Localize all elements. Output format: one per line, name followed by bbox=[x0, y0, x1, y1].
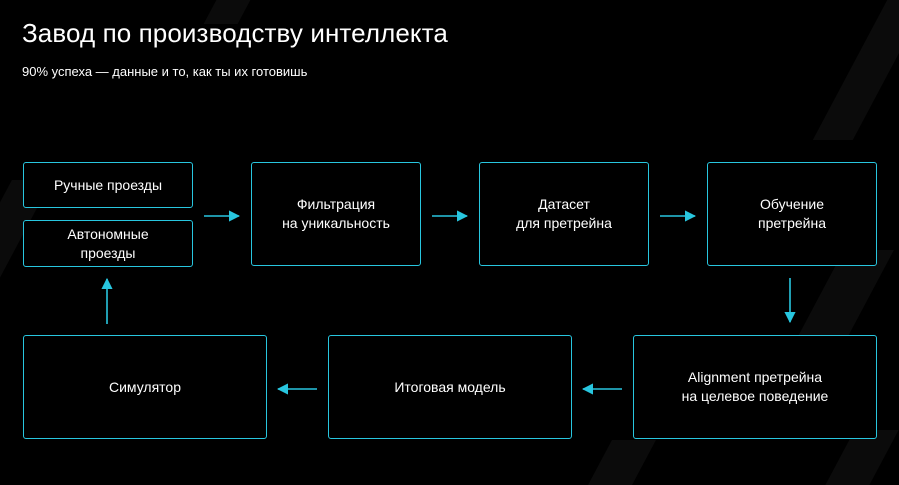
node-pretrain-training: Обучение претрейна bbox=[707, 162, 877, 266]
background-shape bbox=[588, 440, 656, 485]
page-title: Завод по производству интеллекта bbox=[22, 18, 448, 48]
page-subtitle: 90% успеха — данные и то, как ты их гото… bbox=[22, 64, 308, 79]
node-uniqueness-filter: Фильтрация на уникальность bbox=[251, 162, 421, 266]
background-shape bbox=[812, 0, 899, 140]
node-simulator: Симулятор bbox=[23, 335, 267, 439]
node-pretrain-dataset: Датасет для претрейна bbox=[479, 162, 649, 266]
node-final-model: Итоговая модель bbox=[328, 335, 572, 439]
node-manual-rides: Ручные проезды bbox=[23, 162, 193, 208]
node-autonomous-rides: Автономные проезды bbox=[23, 220, 193, 267]
node-alignment: Alignment претрейна на целевое поведение bbox=[633, 335, 877, 439]
